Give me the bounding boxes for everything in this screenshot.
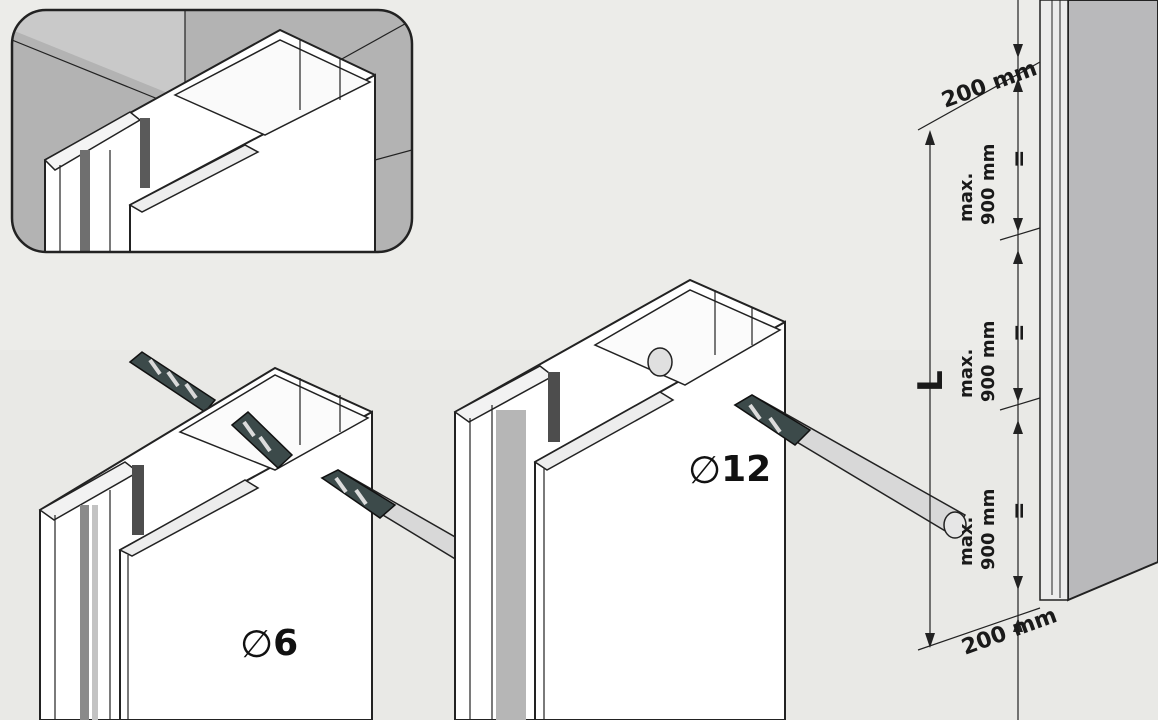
dimension-lines <box>917 0 1041 720</box>
hole-diameter-small: ∅6 <box>240 622 298 666</box>
diameter-symbol: ∅ <box>688 448 722 492</box>
hole-diameter-large: ∅12 <box>688 448 771 492</box>
drill-bit-large <box>733 394 967 539</box>
drilled-hole <box>647 347 673 377</box>
inset-detail <box>10 8 414 254</box>
length-label: L <box>911 370 951 392</box>
dimension-arrows <box>925 44 1023 648</box>
diameter-value: 6 <box>273 623 299 664</box>
segment-1-equal-sign: = <box>1007 150 1032 168</box>
diameter-value: 12 <box>721 449 772 490</box>
segment-1-spacing-label: 900 mm <box>978 144 999 225</box>
segment-3-equal-sign: = <box>1007 502 1032 520</box>
segment-3-spacing-label: 900 mm <box>978 489 999 570</box>
segment-1-max-label: max. <box>956 173 977 222</box>
segment-2-max-label: max. <box>956 349 977 398</box>
drill-bit-chamber <box>230 410 294 470</box>
segment-2-spacing-label: 900 mm <box>978 321 999 402</box>
drill-bit-top <box>128 351 217 413</box>
diameter-symbol: ∅ <box>240 622 274 666</box>
profile-small-hole <box>38 351 554 720</box>
wall-profile <box>1039 0 1158 602</box>
segment-2-equal-sign: = <box>1007 324 1032 342</box>
segment-3-max-label: max. <box>956 517 977 566</box>
profile-large-hole <box>453 278 967 720</box>
